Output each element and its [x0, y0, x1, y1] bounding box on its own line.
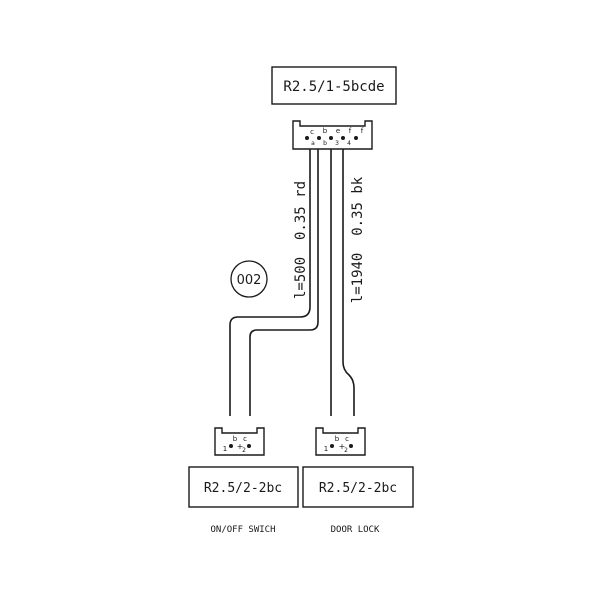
- right-pin-2: 2: [344, 447, 348, 454]
- left-pin-c: c: [243, 435, 247, 443]
- right-label-frame: [302, 466, 414, 508]
- right-caption: DOOR LOCK: [331, 525, 380, 535]
- right-cable-spec: l=1940 0.35 bk: [350, 176, 366, 303]
- left-connector-label-box: R2.5/2-2bc: [188, 466, 299, 508]
- left-connector-housing: b c 1 + 2: [214, 427, 265, 456]
- top-connector-housing: c b e f f a b 3 4: [292, 120, 373, 150]
- right-pin-c: c: [345, 435, 349, 443]
- left-caption: ON/OFF SWICH: [210, 525, 275, 535]
- right-pin-b: b: [335, 435, 340, 443]
- top-pin-number: 3: [335, 140, 339, 147]
- top-pin-dot: [317, 136, 321, 140]
- top-connector-label-box: R2.5/1-5bcde: [271, 66, 397, 105]
- wire-bundle: [229, 149, 355, 416]
- left-cable-spec: l=500 0.35 rd: [293, 181, 309, 299]
- top-pin-dot: [305, 136, 309, 140]
- wire-left-outer: [229, 149, 311, 416]
- right-pin-1: 1: [324, 445, 328, 453]
- left-pin-dot: [229, 444, 233, 448]
- right-connector-label-box: R2.5/2-2bc: [302, 466, 414, 508]
- top-pin-dot: [354, 136, 358, 140]
- left-pin-b: b: [233, 435, 238, 443]
- left-pin-2: 2: [242, 447, 246, 454]
- right-pin-dot: [330, 444, 334, 448]
- top-pin-label: f: [361, 127, 364, 135]
- badge-text: 002: [237, 273, 262, 288]
- top-pin-label: b: [323, 127, 328, 135]
- top-pin-number: 4: [347, 140, 351, 147]
- top-connector-label: R2.5/1-5bcde: [283, 79, 384, 95]
- top-pin-number: a: [311, 140, 315, 147]
- left-connector-label: R2.5/2-2bc: [204, 481, 282, 496]
- top-pin-dot: [341, 136, 345, 140]
- top-pin-number: b: [323, 140, 327, 147]
- top-pin-label: f: [349, 127, 352, 135]
- badge-circle: [230, 260, 268, 298]
- right-connector-label: R2.5/2-2bc: [319, 481, 397, 496]
- top-housing-outline: [292, 120, 373, 150]
- wire-right-outer: [342, 149, 355, 416]
- left-pin-dot: [247, 444, 251, 448]
- top-pin-label: c: [310, 128, 314, 136]
- right-pin-plus: +: [339, 442, 346, 451]
- left-housing-outline: [214, 427, 265, 456]
- top-pin-label: e: [336, 127, 340, 135]
- top-label-frame: [271, 66, 397, 105]
- harness-id-badge: 002: [230, 260, 268, 298]
- wire-left-inner: [249, 149, 319, 416]
- right-pin-dot: [349, 444, 353, 448]
- top-pin-dot: [329, 136, 333, 140]
- left-label-frame: [188, 466, 299, 508]
- right-housing-outline: [315, 427, 366, 456]
- left-pin-plus: +: [237, 442, 244, 451]
- left-pin-1: 1: [223, 445, 227, 453]
- right-connector-housing: b c 1 + 2: [315, 427, 366, 456]
